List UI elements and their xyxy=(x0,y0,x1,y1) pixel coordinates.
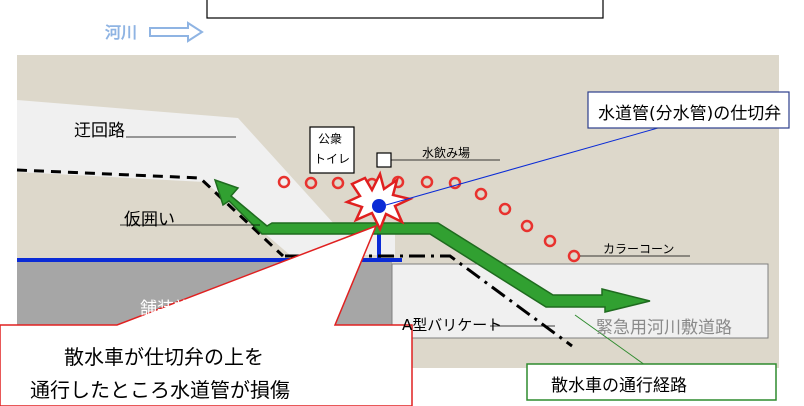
top-title-box xyxy=(206,0,604,19)
fountain-label: 水飲み場 xyxy=(422,146,471,160)
route-callout-text: 散水車の通行経路 xyxy=(551,376,687,396)
cone-marker xyxy=(474,187,488,201)
incident-text-line1: 散水車が仕切弁の上を xyxy=(64,345,264,369)
temporary-fence-line xyxy=(16,168,285,258)
toilet-label-line2: トイレ xyxy=(314,152,351,166)
river-label: 河川 xyxy=(105,23,138,42)
cones-label: カラーコーン xyxy=(603,242,675,256)
cone-marker xyxy=(277,175,291,189)
fountain-square-icon xyxy=(376,152,392,168)
cone-marker xyxy=(498,202,512,216)
public-toilet-box xyxy=(309,126,355,174)
cone-marker xyxy=(420,175,434,189)
cone-marker xyxy=(567,249,581,263)
truck-route-arrow xyxy=(213,178,651,313)
incident-callout-box xyxy=(0,224,413,406)
paving-label: 舗装施工範囲 xyxy=(140,299,242,319)
cone-marker xyxy=(448,176,462,190)
cone-marker xyxy=(520,219,534,233)
cone-marker xyxy=(543,234,557,248)
fence-label: 仮囲い xyxy=(124,210,175,230)
valve-leader-line xyxy=(385,125,666,206)
river-direction-arrow-icon xyxy=(149,21,204,43)
emergency-road-label: 緊急用河川敷道路 xyxy=(596,318,732,338)
toilet-label-line1: 公衆 xyxy=(318,132,343,146)
detour-label: 迂回路 xyxy=(74,121,125,141)
cone-marker xyxy=(304,176,318,190)
valve-callout-box xyxy=(587,91,790,129)
route-leader-line xyxy=(574,314,646,366)
cone-marker xyxy=(331,176,345,190)
valve-icon xyxy=(372,199,386,213)
incident-text-line2: 通行したところ水道管が損傷 xyxy=(30,378,290,402)
route-callout-box xyxy=(526,363,777,401)
valve-callout-text: 水道管(分水管)の仕切弁 xyxy=(598,104,782,124)
barricade-label: A型バリケート xyxy=(402,316,503,334)
detour-road xyxy=(17,100,395,255)
